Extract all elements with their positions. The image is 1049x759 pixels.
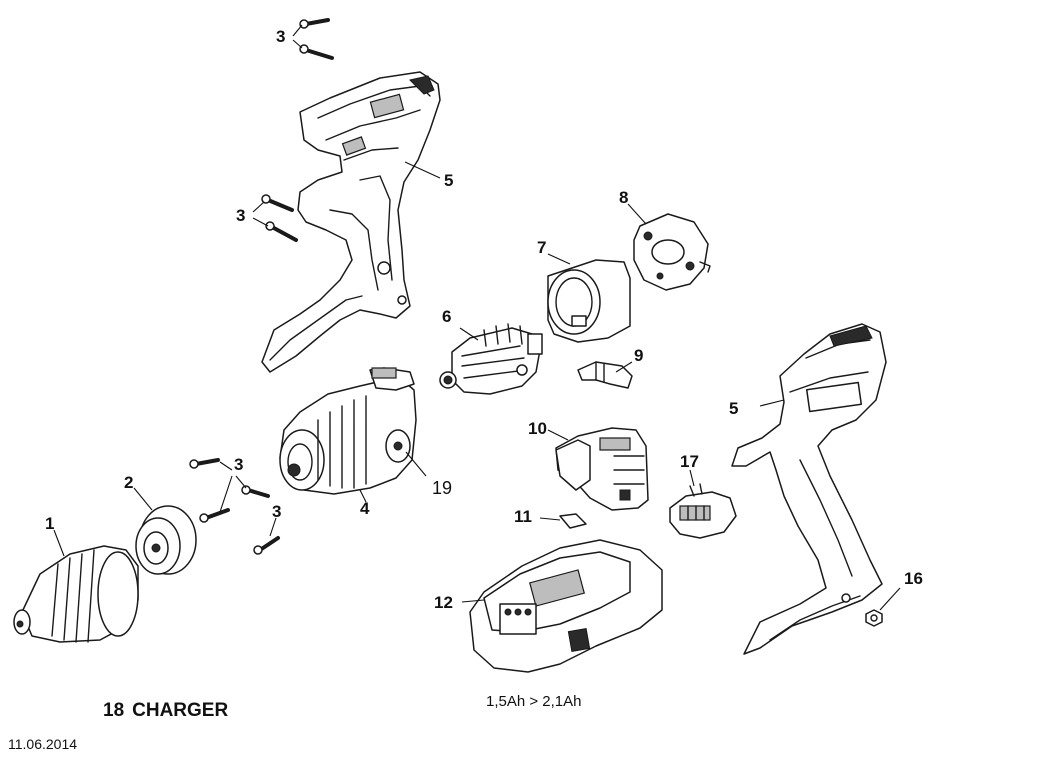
callout-6: 6 <box>442 307 452 326</box>
screw-3-top <box>292 18 334 60</box>
battery-capacity-note: 1,5Ah > 2,1Ah <box>486 693 582 710</box>
callout-5-right-housing: 5 <box>729 399 739 418</box>
callout-4: 4 <box>360 499 370 518</box>
callout-8: 8 <box>619 188 629 207</box>
callout-2: 2 <box>124 473 134 492</box>
callout-3-top: 3 <box>276 27 286 46</box>
coupling-2 <box>133 487 197 575</box>
diagram-date: 11.06.2014 <box>8 736 78 752</box>
callout-1: 1 <box>45 514 55 533</box>
brush-plate-8 <box>627 203 711 291</box>
callout-9: 9 <box>634 346 644 365</box>
callout-11: 11 <box>514 507 532 526</box>
callout-19: 19 <box>432 478 453 498</box>
callout-7: 7 <box>537 238 547 257</box>
callout-17: 17 <box>680 452 699 471</box>
nut-16 <box>865 587 901 627</box>
gearbox-4 <box>279 367 427 503</box>
bracket-9 <box>577 361 633 389</box>
callout-16: 16 <box>904 569 923 588</box>
callout-3-bottom: 3 <box>272 502 282 521</box>
housing-half-left <box>261 71 441 373</box>
callout-10: 10 <box>528 419 547 438</box>
housing-half-right <box>731 323 887 655</box>
terminal-block-17 <box>669 469 737 539</box>
charger-caption: 18 CHARGER <box>103 700 228 722</box>
battery-12 <box>461 539 663 673</box>
armature-6 <box>439 323 543 395</box>
callout-3-left: 3 <box>236 206 246 225</box>
switch-10 <box>547 427 649 511</box>
pad-11 <box>539 513 587 529</box>
screw-3-left <box>252 194 298 242</box>
callout-3-gearbox: 3 <box>234 455 244 474</box>
callout-12: 12 <box>434 593 453 612</box>
chuck-1 <box>13 529 139 643</box>
callout-5-left-housing: 5 <box>444 171 454 190</box>
charger-label: CHARGER <box>132 700 229 721</box>
screw-3-gearbox <box>189 458 280 555</box>
magnet-sleeve-7 <box>547 253 631 343</box>
charger-number: 18 <box>103 700 125 721</box>
